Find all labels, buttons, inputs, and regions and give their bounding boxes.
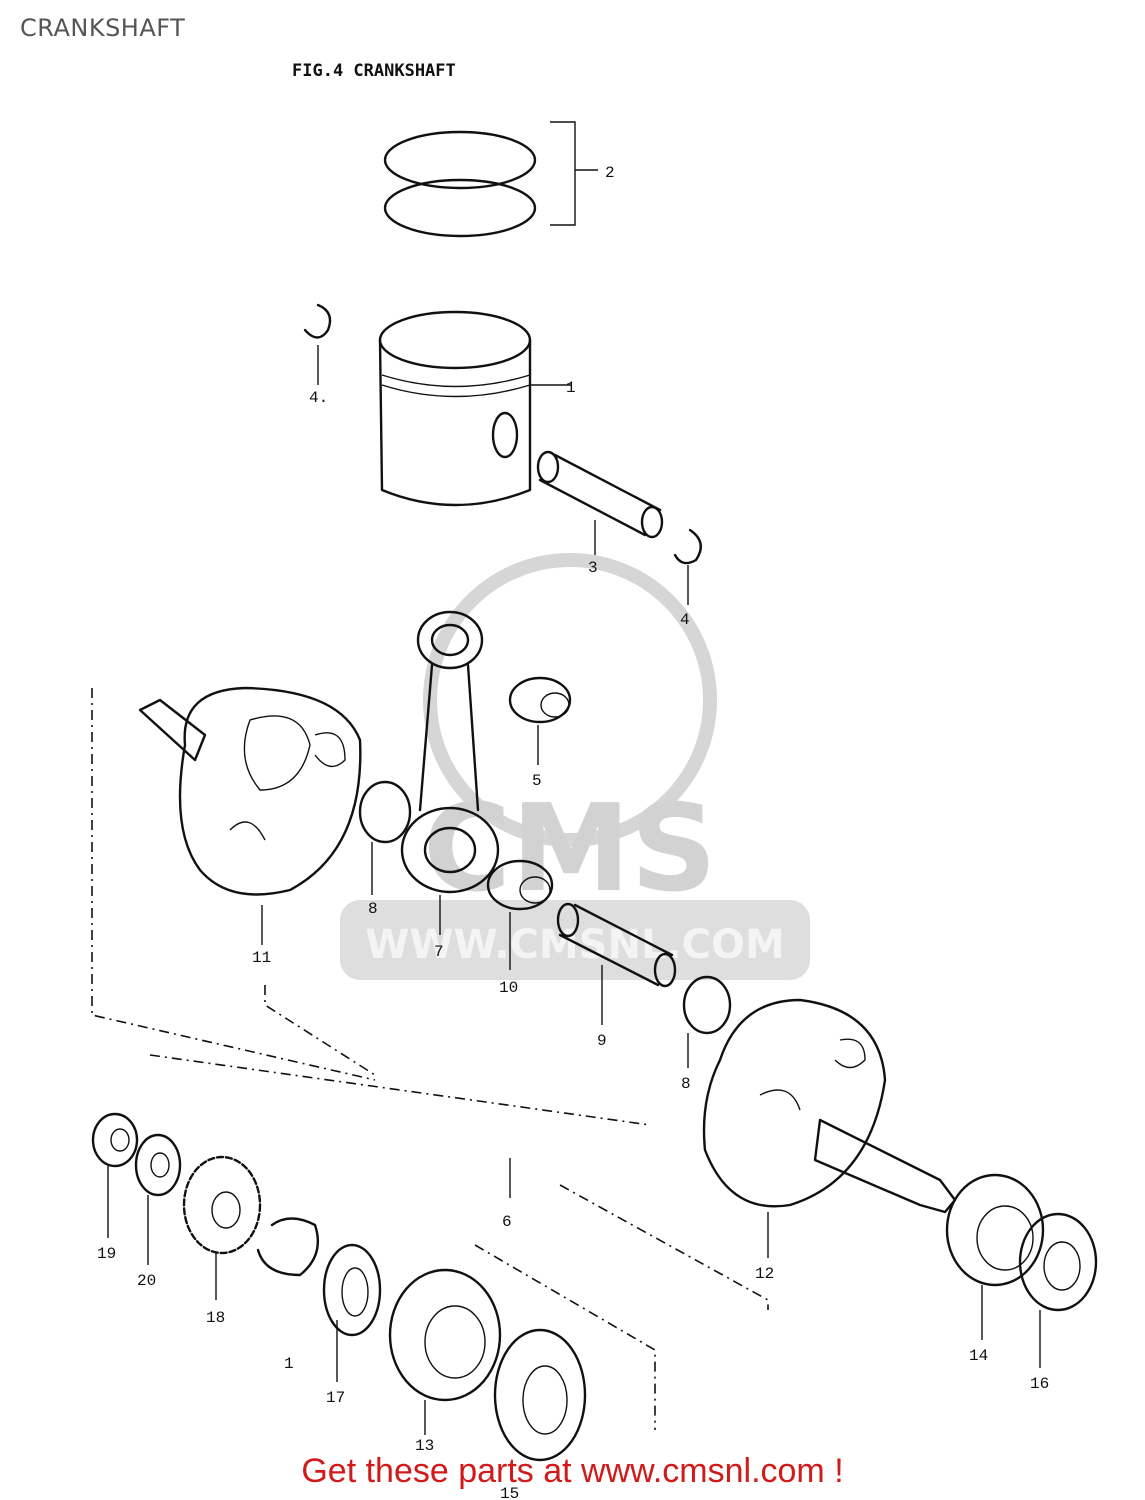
callout-3: 3 (588, 559, 598, 577)
callout-2: 2 (605, 164, 615, 182)
circlip-right (673, 528, 702, 565)
callout-17: 17 (326, 1389, 345, 1407)
callout-16: 16 (1030, 1375, 1049, 1393)
watermark-brand: CMS (423, 780, 717, 919)
gear-18 (182, 1155, 262, 1300)
callout-6: 6 (502, 1213, 512, 1231)
callout-8a: 8 (368, 900, 378, 918)
callout-13: 13 (415, 1437, 434, 1455)
washer-17 (322, 1243, 382, 1382)
big-end-bearing (486, 859, 554, 970)
bearing-14 (945, 1173, 1045, 1340)
crankshaft-left-half (138, 686, 362, 945)
callout-18: 18 (206, 1309, 225, 1327)
crank-pin (556, 902, 677, 1025)
assembly-line-bottom (474, 1244, 656, 1430)
callout-9: 9 (597, 1032, 607, 1050)
key-spacer (256, 1217, 320, 1277)
callout-11: 11 (252, 949, 271, 967)
watermark: CMS WWW.CMSNL.COM (340, 553, 810, 980)
callout-8b: 8 (681, 1075, 691, 1093)
small-end-bearing (508, 676, 572, 765)
piston (378, 310, 572, 507)
connecting-rod (400, 610, 500, 935)
watermark-banner (340, 900, 810, 980)
watermark-site: WWW.CMSNL.COM (365, 922, 785, 968)
washer-20 (134, 1133, 182, 1265)
thrust-washer-left (358, 780, 412, 844)
callout-7: 7 (434, 943, 444, 961)
nut-19 (91, 1112, 139, 1238)
callout-19: 19 (97, 1245, 116, 1263)
bearing-13 (388, 1268, 502, 1435)
callout-4a: 4. (309, 389, 328, 407)
thrust-washer-right (682, 975, 732, 1035)
figure-title: FIG.4 CRANKSHAFT (292, 61, 456, 81)
piston-pin (536, 450, 664, 555)
callout-15: 15 (500, 1485, 519, 1500)
callout-14: 14 (969, 1347, 988, 1365)
assembly-line-12 (559, 1184, 769, 1310)
crankshaft-right-half (702, 998, 957, 1258)
assembly-line-11 (264, 985, 376, 1076)
page-title: CRANKSHAFT (20, 14, 186, 42)
promo-link[interactable]: Get these parts at www.cmsnl.com ! (301, 1452, 844, 1490)
piston-rings (383, 121, 598, 238)
callout-4b: 4 (680, 611, 690, 629)
callout-10: 10 (499, 979, 518, 997)
oil-seal-16 (1018, 1212, 1098, 1368)
callout-1: 1 (566, 379, 576, 397)
callout-12: 12 (755, 1265, 774, 1283)
callout-5: 5 (532, 772, 542, 790)
assembly-line-shaft (149, 1054, 651, 1126)
circlip-left (303, 303, 332, 339)
callout-20: 20 (137, 1272, 156, 1290)
callout-1b: 1 (284, 1355, 294, 1373)
assembly-line-left (91, 688, 376, 1081)
oil-seal-15 (493, 1328, 587, 1480)
